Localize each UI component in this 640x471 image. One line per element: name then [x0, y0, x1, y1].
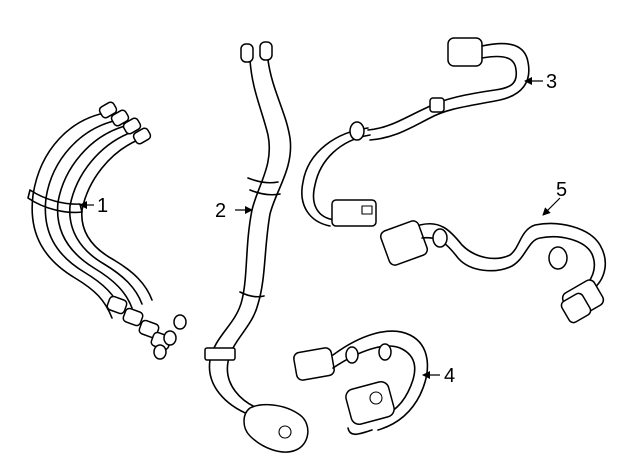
part-4-loop-hose: [293, 330, 429, 436]
callout-4: 4: [422, 365, 455, 387]
part-2-vertical-hose: [204, 41, 309, 453]
callout-2: 2: [215, 200, 253, 222]
callout-2-label: 2: [215, 200, 226, 222]
part-5-right-hose: [379, 220, 607, 324]
part-3-upper-hose: [301, 37, 530, 227]
callout-1: 1: [79, 195, 108, 217]
callout-4-label: 4: [444, 365, 455, 387]
callout-1-label: 1: [97, 195, 108, 217]
callout-3-label: 3: [546, 71, 557, 93]
callout-5: 5: [542, 179, 567, 216]
callout-5-label: 5: [556, 179, 567, 201]
callout-3: 3: [524, 71, 557, 93]
part-1-hose-bundle: [27, 101, 187, 360]
